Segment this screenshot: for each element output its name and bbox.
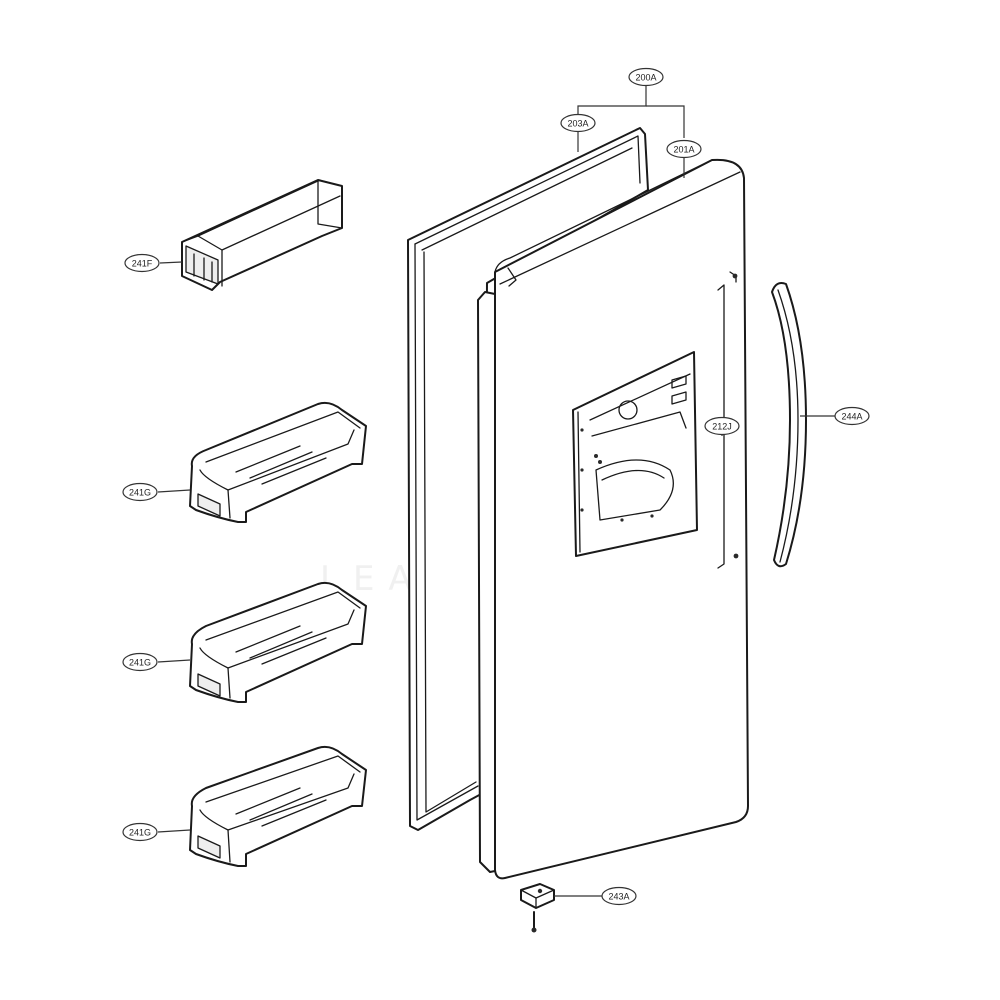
small-door-bin-part (181, 179, 343, 291)
callout-241G-middle-label: 241G (129, 658, 151, 668)
door-bin-part-bottom (189, 745, 367, 867)
callout-201A-label: 201A (673, 145, 694, 155)
callout-203A-label: 203A (567, 119, 588, 129)
callout-243A: 243A (601, 886, 637, 906)
callout-241F-label: 241F (132, 259, 153, 269)
callout-241G-bottom: 241G (122, 822, 158, 842)
callout-241G-bottom-label: 241G (129, 828, 151, 838)
callout-212J-label: 212J (712, 422, 732, 432)
callout-241F: 241F (124, 253, 160, 273)
callout-244A-label: 244A (841, 412, 862, 422)
callout-200A-label: 200A (635, 73, 656, 83)
leader-lines (157, 86, 835, 897)
callout-243A-label: 243A (608, 892, 629, 902)
callout-241G-middle: 241G (122, 652, 158, 672)
callout-203A: 203A (560, 113, 596, 133)
callout-244A: 244A (834, 406, 870, 426)
door-handle-part (771, 282, 807, 568)
callout-200A: 200A (628, 67, 664, 87)
door-hinge-part (520, 883, 555, 933)
callout-201A: 201A (666, 139, 702, 159)
callout-212J: 212J (704, 416, 740, 436)
door-assembly-part (477, 158, 749, 880)
callout-241G-top: 241G (122, 482, 158, 502)
door-bin-part-middle (189, 581, 367, 703)
callout-241G-top-label: 241G (129, 488, 151, 498)
door-bin-part-top (189, 401, 367, 523)
